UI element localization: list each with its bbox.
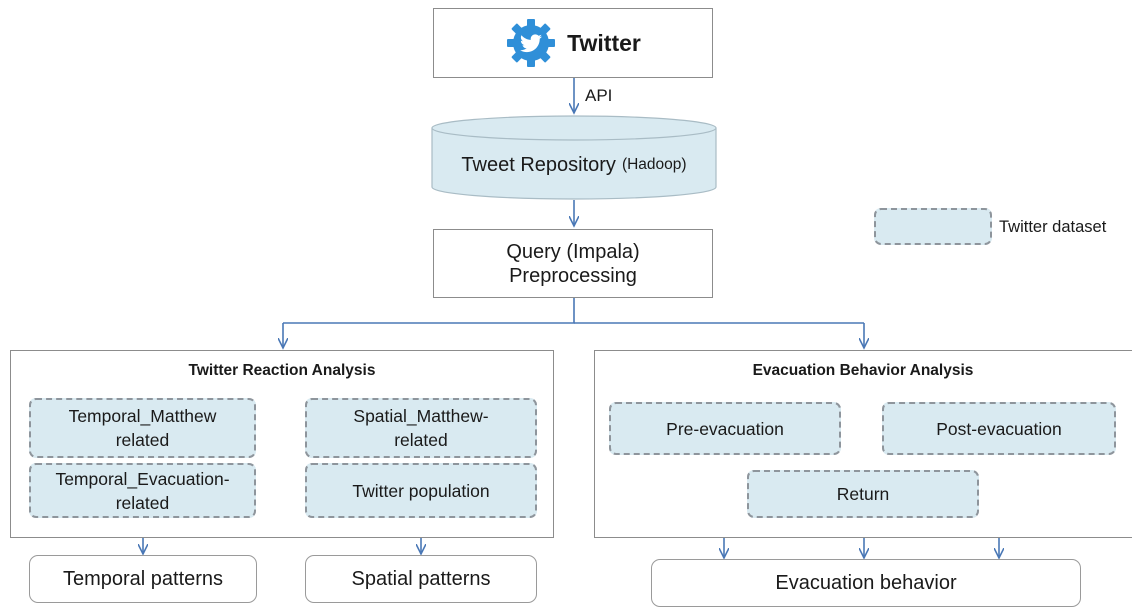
twitter-source-box: Twitter xyxy=(433,8,713,78)
repository-sub: (Hadoop) xyxy=(621,156,687,173)
query-preprocessing-box: Query (Impala) Preprocessing xyxy=(433,229,713,298)
reaction-analysis-title: Twitter Reaction Analysis xyxy=(188,362,376,379)
temporal-matthew-label: Temporal_Matthew related xyxy=(68,406,217,450)
twitter-label: Twitter xyxy=(567,29,641,56)
temporal-patterns-label: Temporal patterns xyxy=(62,568,224,590)
post-evacuation-dataset: Post-evacuation xyxy=(882,402,1116,455)
pre-evacuation-dataset: Pre-evacuation xyxy=(609,402,841,455)
pre-evacuation-label: Pre-evacuation xyxy=(666,418,784,439)
return-dataset: Return xyxy=(747,470,979,518)
twitter-gear-icon xyxy=(505,17,557,69)
evacuation-analysis-title: Evacuation Behavior Analysis xyxy=(752,362,974,379)
return-label: Return xyxy=(836,484,890,504)
fork-connector xyxy=(283,298,575,324)
legend-swatch xyxy=(874,208,992,245)
temporal-patterns-box: Temporal patterns xyxy=(29,555,257,603)
tweet-repository-cylinder xyxy=(431,115,717,200)
query-line2: Preprocessing xyxy=(509,264,637,287)
spatial-matthew-label: Spatial_Matthew-related xyxy=(353,406,489,450)
temporal-matthew-dataset: Temporal_Matthew related xyxy=(29,398,256,458)
evacuation-behavior-box: Evacuation behavior xyxy=(651,559,1081,607)
tweet-repository: Tweet Repository (Hadoop) xyxy=(432,145,716,185)
spatial-patterns-box: Spatial patterns xyxy=(305,555,537,603)
evacuation-behavior-label: Evacuation behavior xyxy=(775,572,957,594)
spatial-patterns-label: Spatial patterns xyxy=(351,568,491,590)
temporal-evacuation-label: Temporal_Evacuation-related xyxy=(55,468,230,513)
repository-label: Tweet Repository xyxy=(461,154,616,176)
api-label: API xyxy=(585,86,613,105)
spatial-matthew-dataset: Spatial_Matthew-related xyxy=(305,398,537,458)
query-line1: Query (Impala) xyxy=(506,240,640,263)
temporal-evacuation-dataset: Temporal_Evacuation-related xyxy=(29,463,256,518)
twitter-population-label: Twitter population xyxy=(352,480,490,501)
twitter-population-dataset: Twitter population xyxy=(305,463,537,518)
post-evacuation-label: Post-evacuation xyxy=(936,418,1062,439)
legend-label: Twitter dataset xyxy=(999,218,1107,236)
